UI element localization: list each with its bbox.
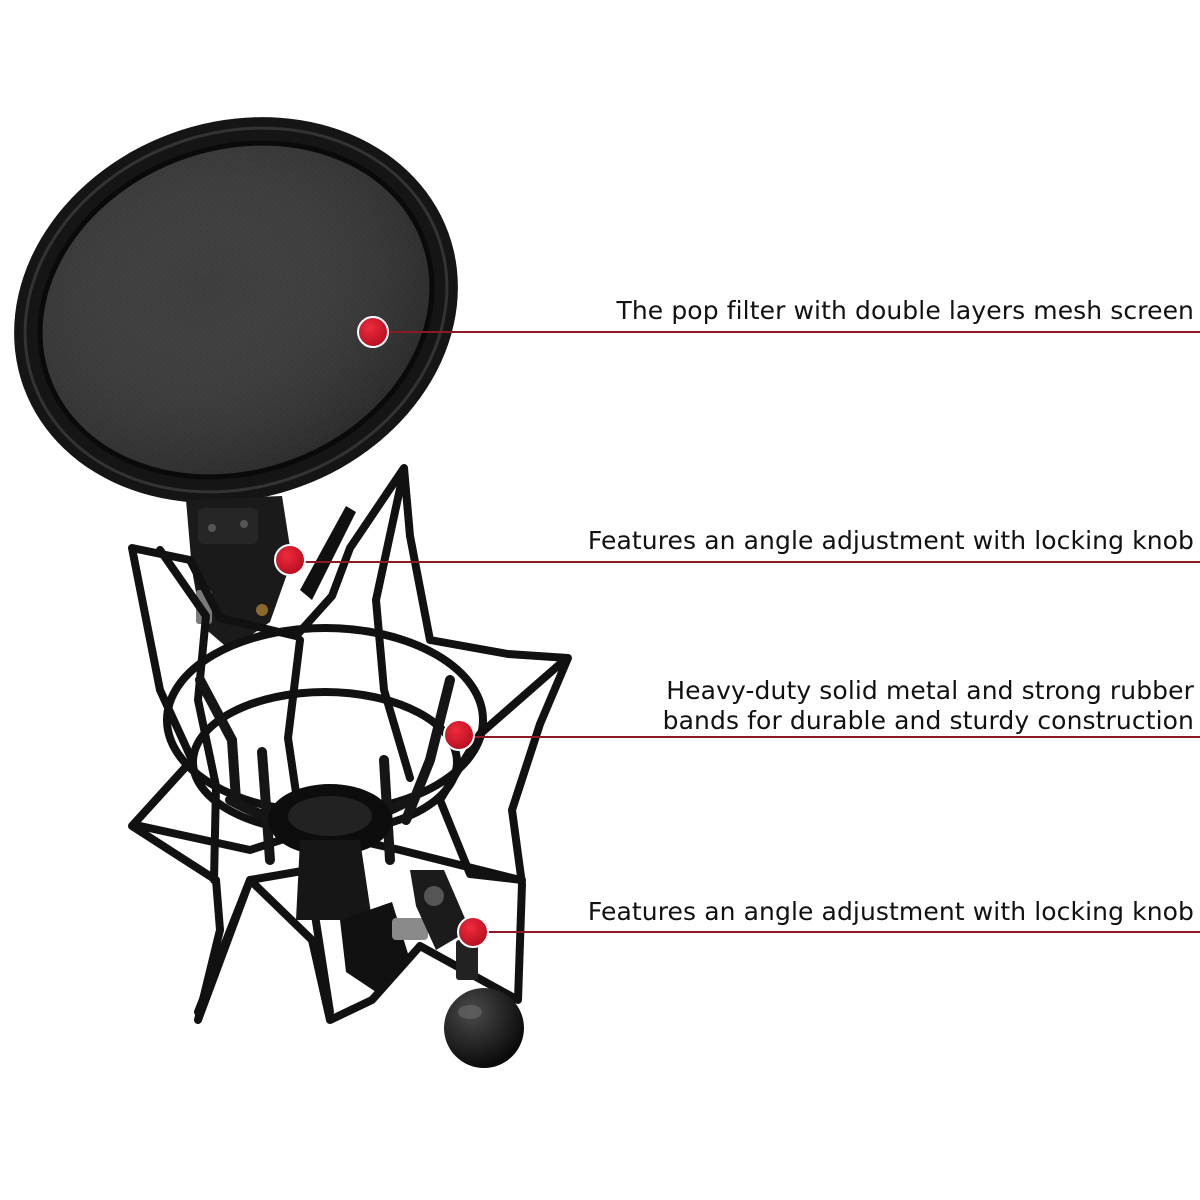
callout-lines — [290, 331, 1200, 933]
callout-pop-filter-line-1: The pop filter with double layers mesh s… — [616, 296, 1194, 325]
ball-joint — [444, 988, 524, 1068]
callout-dot-3 — [443, 719, 475, 751]
lower-locking-knob — [340, 870, 478, 992]
callout-metal-frame: Heavy-duty solid metal and strong rubber… — [663, 676, 1194, 736]
callout-upper-angle-adjustment-line-1: Features an angle adjustment with lockin… — [587, 526, 1194, 555]
pop-filter — [14, 117, 458, 503]
callout-lower-angle-adjustment-line-1: Features an angle adjustment with lockin… — [587, 897, 1194, 926]
callout-dots — [274, 316, 489, 948]
callout-lower-angle-adjustment: Features an angle adjustment with lockin… — [588, 897, 1194, 927]
callout-dot-4 — [457, 916, 489, 948]
callout-metal-frame-line-2: bands for durable and sturdy constructio… — [662, 706, 1194, 735]
callout-dot-2 — [274, 544, 306, 576]
callout-pop-filter: The pop filter with double layers mesh s… — [616, 296, 1194, 326]
callout-dot-1 — [357, 316, 389, 348]
callout-metal-frame-line-1: Heavy-duty solid metal and strong rubber — [666, 676, 1194, 705]
mount-stem — [296, 840, 372, 920]
callout-upper-angle-adjustment: Features an angle adjustment with lockin… — [588, 526, 1194, 556]
